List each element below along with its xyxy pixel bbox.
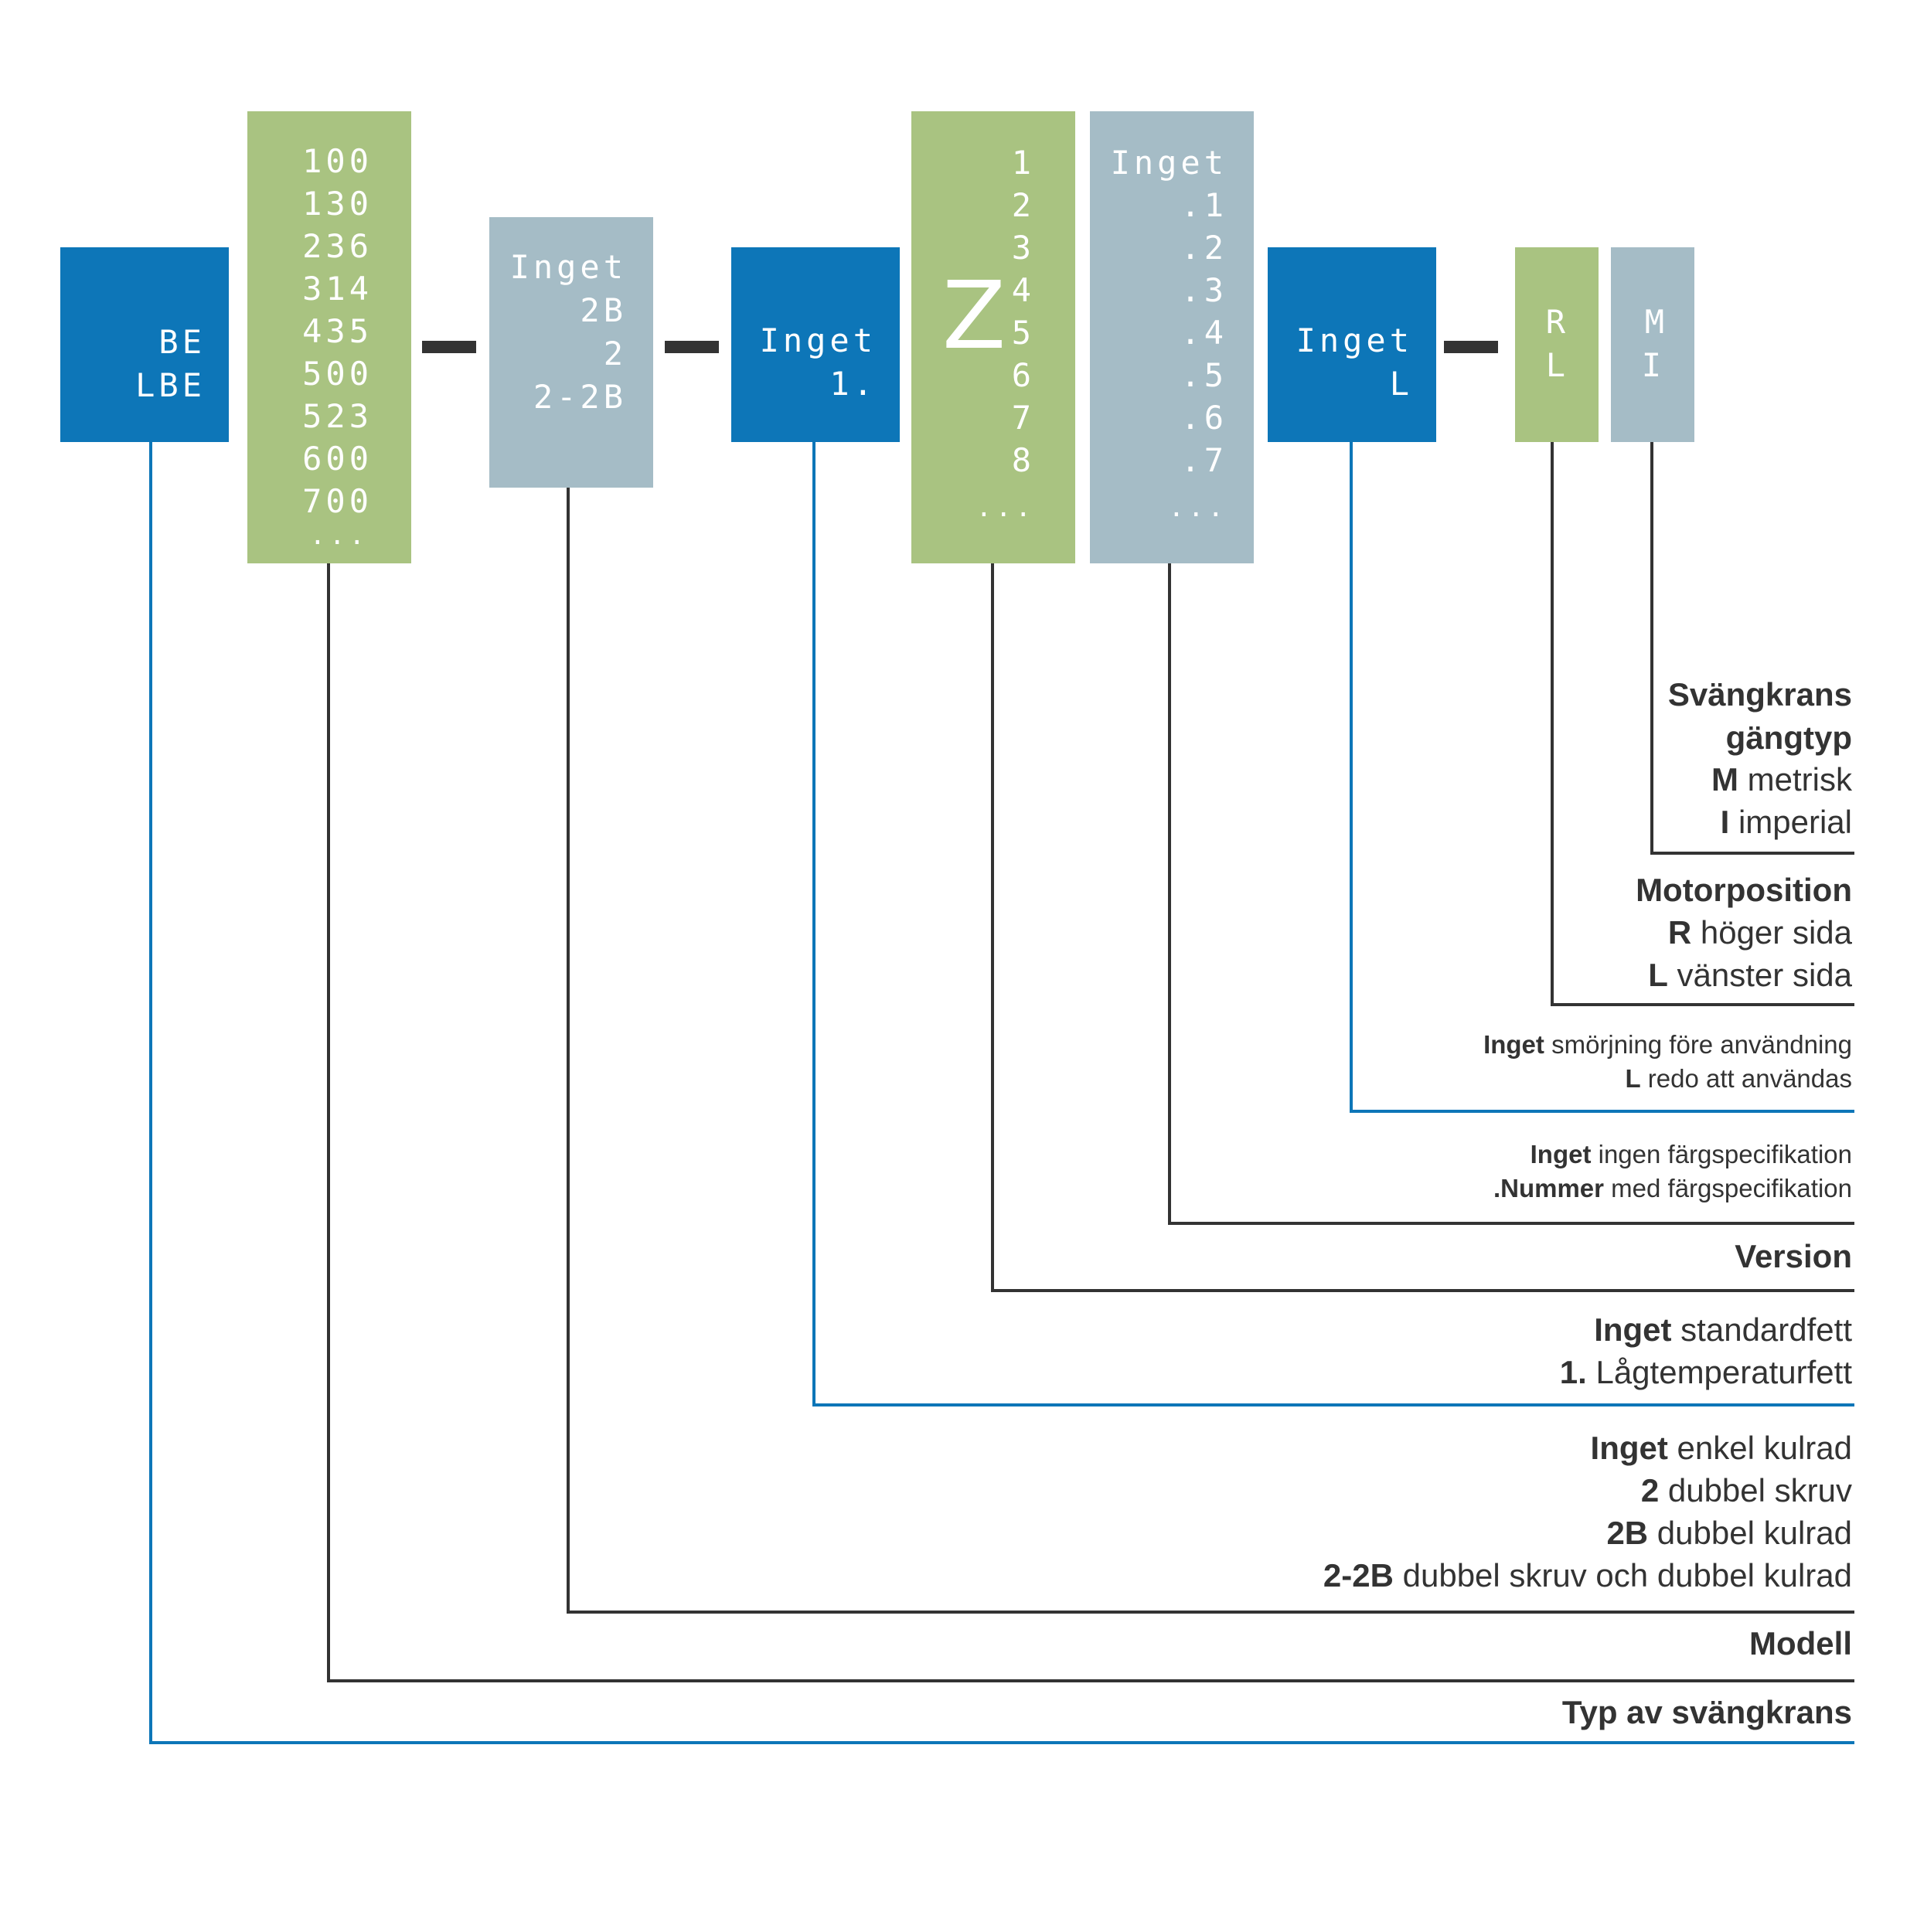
- connector-version-h: [991, 1289, 1854, 1292]
- connector-typ: [149, 442, 152, 1744]
- legend-fett-inget: Inget standardfett: [1594, 1311, 1852, 1348]
- smorjning-box: Inget L: [1268, 247, 1436, 442]
- version-option: 7: [1011, 399, 1035, 437]
- storlek-option: 100: [302, 142, 373, 180]
- farg-option: .7: [1180, 441, 1227, 479]
- version-option: 5: [1011, 314, 1035, 352]
- storlek-box: 100 130 236 314 435 500 523 600 700 ...: [247, 111, 411, 563]
- version-option: 2: [1011, 186, 1035, 224]
- farg-option: .5: [1180, 356, 1227, 394]
- farg-option: .3: [1180, 271, 1227, 309]
- separator-dash: [422, 341, 476, 353]
- legend-farg-nummer: .Nummer med färgspecifikation: [1493, 1174, 1852, 1202]
- storlek-option: ...: [309, 520, 369, 551]
- z-letter: Z: [942, 263, 1006, 370]
- storlek-option: 500: [302, 355, 373, 393]
- connector-smorjning: [1350, 442, 1353, 1113]
- farg-option: ...: [1168, 492, 1227, 523]
- storlek-option: 236: [302, 227, 373, 265]
- legend-farg-inget: Inget ingen färgspecifikation: [1530, 1140, 1852, 1168]
- storlek-option: 600: [302, 440, 373, 478]
- fett-box: Inget 1.: [731, 247, 900, 442]
- separator-dash: [665, 341, 719, 353]
- farg-option: .4: [1180, 314, 1227, 352]
- connector-version: [991, 563, 994, 1292]
- connector-fett: [812, 442, 815, 1406]
- version-option: 4: [1011, 271, 1035, 309]
- legend-smorjning-l: L redo att användas: [1625, 1064, 1852, 1093]
- smorjning-option: L: [1389, 365, 1413, 403]
- legend-modell-2b: 2B dubbel kulrad: [1606, 1515, 1852, 1551]
- storlek-option: 523: [302, 397, 373, 435]
- gang-option: M: [1644, 303, 1668, 341]
- farg-option: .2: [1180, 229, 1227, 267]
- version-option: 6: [1011, 356, 1035, 394]
- legend-gangtyp-title2: gängtyp: [1725, 719, 1852, 756]
- motor-option: R: [1545, 303, 1569, 341]
- smorjning-option: Inget: [1296, 321, 1413, 359]
- modell-option: Inget: [509, 248, 627, 286]
- version-option: 8: [1011, 441, 1035, 479]
- legend-modell-2-2b: 2-2B dubbel skruv och dubbel kulrad: [1323, 1557, 1852, 1594]
- legend-block: Svängkrans gängtyp M metrisk I imperial …: [1323, 676, 1852, 1730]
- connector-storlek: [327, 563, 330, 1682]
- separator-dash: [1444, 341, 1498, 353]
- legend-modell-2: 2 dubbel skruv: [1640, 1472, 1852, 1509]
- connector-farg: [1168, 563, 1171, 1225]
- connector-smorjning-h: [1350, 1110, 1854, 1113]
- legend-gangtyp-title1: Svängkrans: [1667, 676, 1852, 713]
- legend-motor-r: R höger sida: [1667, 914, 1852, 951]
- version-option: ...: [976, 492, 1035, 523]
- farg-option: .6: [1180, 399, 1227, 437]
- legend-version: Version: [1735, 1238, 1852, 1274]
- version-option: 1: [1011, 144, 1035, 182]
- storlek-option: 130: [302, 185, 373, 223]
- farg-option: Inget: [1110, 144, 1227, 182]
- connector-storlek-h: [327, 1679, 1854, 1682]
- modell-option: 2B: [580, 291, 627, 329]
- connector-motor-h: [1551, 1003, 1854, 1006]
- connector-modell-h: [567, 1611, 1854, 1614]
- fett-option: 1.: [829, 365, 877, 403]
- modell-option: 2: [603, 335, 627, 372]
- farg-option: .1: [1180, 186, 1227, 224]
- legend-fett-1: 1. Lågtemperaturfett: [1559, 1354, 1852, 1390]
- fett-option: Inget: [759, 321, 877, 359]
- legend-modell: Modell: [1749, 1625, 1852, 1662]
- legend-smorjning-inget: Inget smörjning före användning: [1483, 1030, 1852, 1059]
- modell-box: Inget 2B 2 2-2B: [489, 217, 653, 488]
- modell-option: 2-2B: [533, 378, 627, 416]
- gang-box: M I: [1611, 247, 1694, 442]
- connector-modell: [567, 488, 570, 1614]
- motor-option: L: [1545, 346, 1569, 384]
- storlek-option: 700: [302, 482, 373, 520]
- connector-farg-h: [1168, 1222, 1854, 1225]
- legend-motor-title: Motorposition: [1636, 872, 1852, 908]
- storlek-option: 435: [302, 312, 373, 350]
- typ-option: LBE: [135, 366, 206, 404]
- connector-gang: [1650, 442, 1653, 855]
- version-box: Z 1 2 3 4 5 6 7 8 ...: [911, 111, 1075, 563]
- legend-typ: Typ av svängkrans: [1561, 1694, 1852, 1730]
- farg-box: Inget .1 .2 .3 .4 .5 .6 .7 ...: [1090, 111, 1254, 563]
- connector-gang-h: [1650, 852, 1854, 855]
- legend-modell-inget: Inget enkel kulrad: [1590, 1430, 1852, 1466]
- legend-gangtyp-m: M metrisk: [1711, 761, 1852, 798]
- storlek-option: 314: [302, 270, 373, 308]
- gang-option: I: [1641, 346, 1665, 384]
- legend-motor-l: L vänster sida: [1648, 957, 1852, 993]
- connector-fett-h: [812, 1403, 1854, 1406]
- connector-motor: [1551, 442, 1554, 1006]
- connector-typ-h: [149, 1741, 1854, 1744]
- typ-option: BE: [158, 323, 206, 361]
- motor-box: R L: [1515, 247, 1599, 442]
- typ-box: BE LBE: [60, 247, 229, 442]
- version-option: 3: [1011, 229, 1035, 267]
- legend-gangtyp-i: I imperial: [1720, 804, 1852, 840]
